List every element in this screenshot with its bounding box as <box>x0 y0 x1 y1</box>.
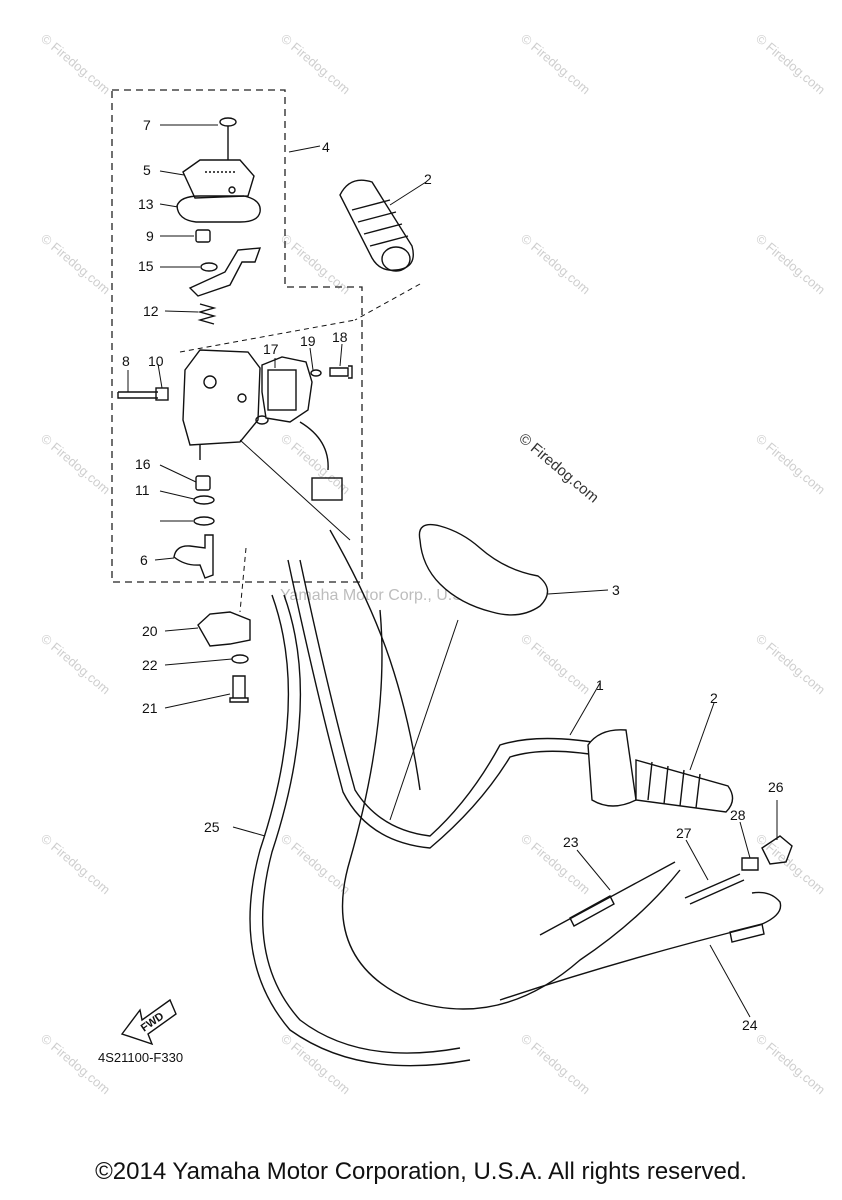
nut-16-icon <box>195 475 211 491</box>
watermark: © Firedog.com <box>518 1031 593 1097</box>
callout-23: 23 <box>563 834 579 850</box>
watermark: © Firedog.com <box>753 831 828 897</box>
housing-10-icon <box>182 349 269 460</box>
assembly-boundary <box>111 89 363 583</box>
diagram-code: 4S21100-F330 <box>98 1050 183 1065</box>
callout-9: 9 <box>146 228 154 244</box>
callout-25: 25 <box>204 819 220 835</box>
callout-16: 16 <box>135 456 151 472</box>
callout-19: 19 <box>300 333 316 349</box>
callout-17: 17 <box>263 341 279 357</box>
watermark: © Firedog.com <box>753 231 828 297</box>
callout-21: 21 <box>142 700 158 716</box>
watermark: © Firedog.com <box>38 831 113 897</box>
pin-28-icon <box>741 857 759 871</box>
callout-24: 24 <box>742 1017 758 1033</box>
cable-23-icon <box>539 861 676 936</box>
bolt-8-icon <box>117 387 169 401</box>
watermark: © Firedog.com <box>278 1031 353 1097</box>
spring-27-icon <box>684 873 745 905</box>
part-drawings <box>117 117 793 1067</box>
callout-20: 20 <box>142 623 158 639</box>
watermark: © Firedog.com <box>518 831 593 897</box>
callout-2: 2 <box>424 171 432 187</box>
grip-2-upper-icon <box>339 179 414 272</box>
center-watermark: Yamaha Motor Corp., U.S.A. <box>280 587 482 604</box>
callout-8: 8 <box>122 353 130 369</box>
guard-3-icon <box>418 523 549 616</box>
callout-4: 4 <box>322 139 330 155</box>
leader-lines <box>127 124 778 1018</box>
gasket-13-icon <box>176 195 261 223</box>
watermark: © Firedog.com <box>38 31 113 97</box>
screw-18-icon <box>329 365 353 379</box>
callout-13: 13 <box>138 196 154 212</box>
cover-5-icon <box>182 159 255 199</box>
callout-1: 1 <box>596 677 604 693</box>
watermark: © Firedog.com <box>518 631 593 697</box>
callout-12: 12 <box>143 303 159 319</box>
bracket-icon <box>188 247 262 297</box>
callout-22: 22 <box>142 657 158 673</box>
fwd-arrow-icon: FWD <box>120 998 177 1046</box>
washer-11-icon <box>193 495 215 505</box>
nut-9-icon <box>195 229 211 243</box>
washer-19-icon <box>310 369 322 377</box>
bolt-21-icon <box>229 675 249 703</box>
watermark: © Firedog.com <box>518 31 593 97</box>
watermark: © Firedog.com <box>518 231 593 297</box>
watermark: © Firedog.com <box>38 231 113 297</box>
washer-22-icon <box>231 654 249 664</box>
handlebar-1-icon <box>299 559 611 837</box>
screw-7-icon <box>219 117 237 160</box>
washer-14-icon <box>193 516 215 526</box>
callout-28: 28 <box>730 807 746 823</box>
callout-26: 26 <box>768 779 784 795</box>
washer-15-icon <box>200 262 218 272</box>
callout-11: 11 <box>135 482 150 498</box>
cable-24-icon <box>499 891 782 1001</box>
watermark: © Firedog.com <box>753 431 828 497</box>
callout-2-lower: 2 <box>710 690 718 706</box>
clamp-20-icon <box>197 611 251 647</box>
callout-5: 5 <box>143 162 151 178</box>
callout-27: 27 <box>676 825 692 841</box>
watermark: © Firedog.com <box>753 631 828 697</box>
callout-10: 10 <box>148 353 164 369</box>
watermark: © Firedog.com <box>38 631 113 697</box>
watermark: © Firedog.com <box>753 1031 828 1097</box>
watermark: © Firedog.com <box>38 431 113 497</box>
cable-25-icon <box>249 594 471 1067</box>
copyright-notice: ©2014 Yamaha Motor Corporation, U.S.A. A… <box>95 1158 747 1185</box>
callout-7: 7 <box>143 117 151 133</box>
callout-15: 15 <box>138 258 154 274</box>
callouts: 2 4 7 5 13 9 15 12 8 10 17 19 18 16 11 6… <box>122 117 784 1033</box>
grip-2-lower-icon <box>587 729 734 813</box>
lever-6-icon <box>173 534 214 579</box>
switch-17-icon <box>261 356 343 501</box>
callout-6: 6 <box>140 552 148 568</box>
callout-3: 3 <box>612 582 620 598</box>
watermark: © Firedog.com <box>753 31 828 97</box>
watermark: © Firedog.com <box>278 31 353 97</box>
watermark: © Firedog.com <box>278 831 353 897</box>
spring-12-icon <box>197 303 217 325</box>
callout-18: 18 <box>332 329 348 345</box>
cable-upper-icon <box>329 529 421 791</box>
side-watermark: © Firedog.com <box>515 430 601 506</box>
